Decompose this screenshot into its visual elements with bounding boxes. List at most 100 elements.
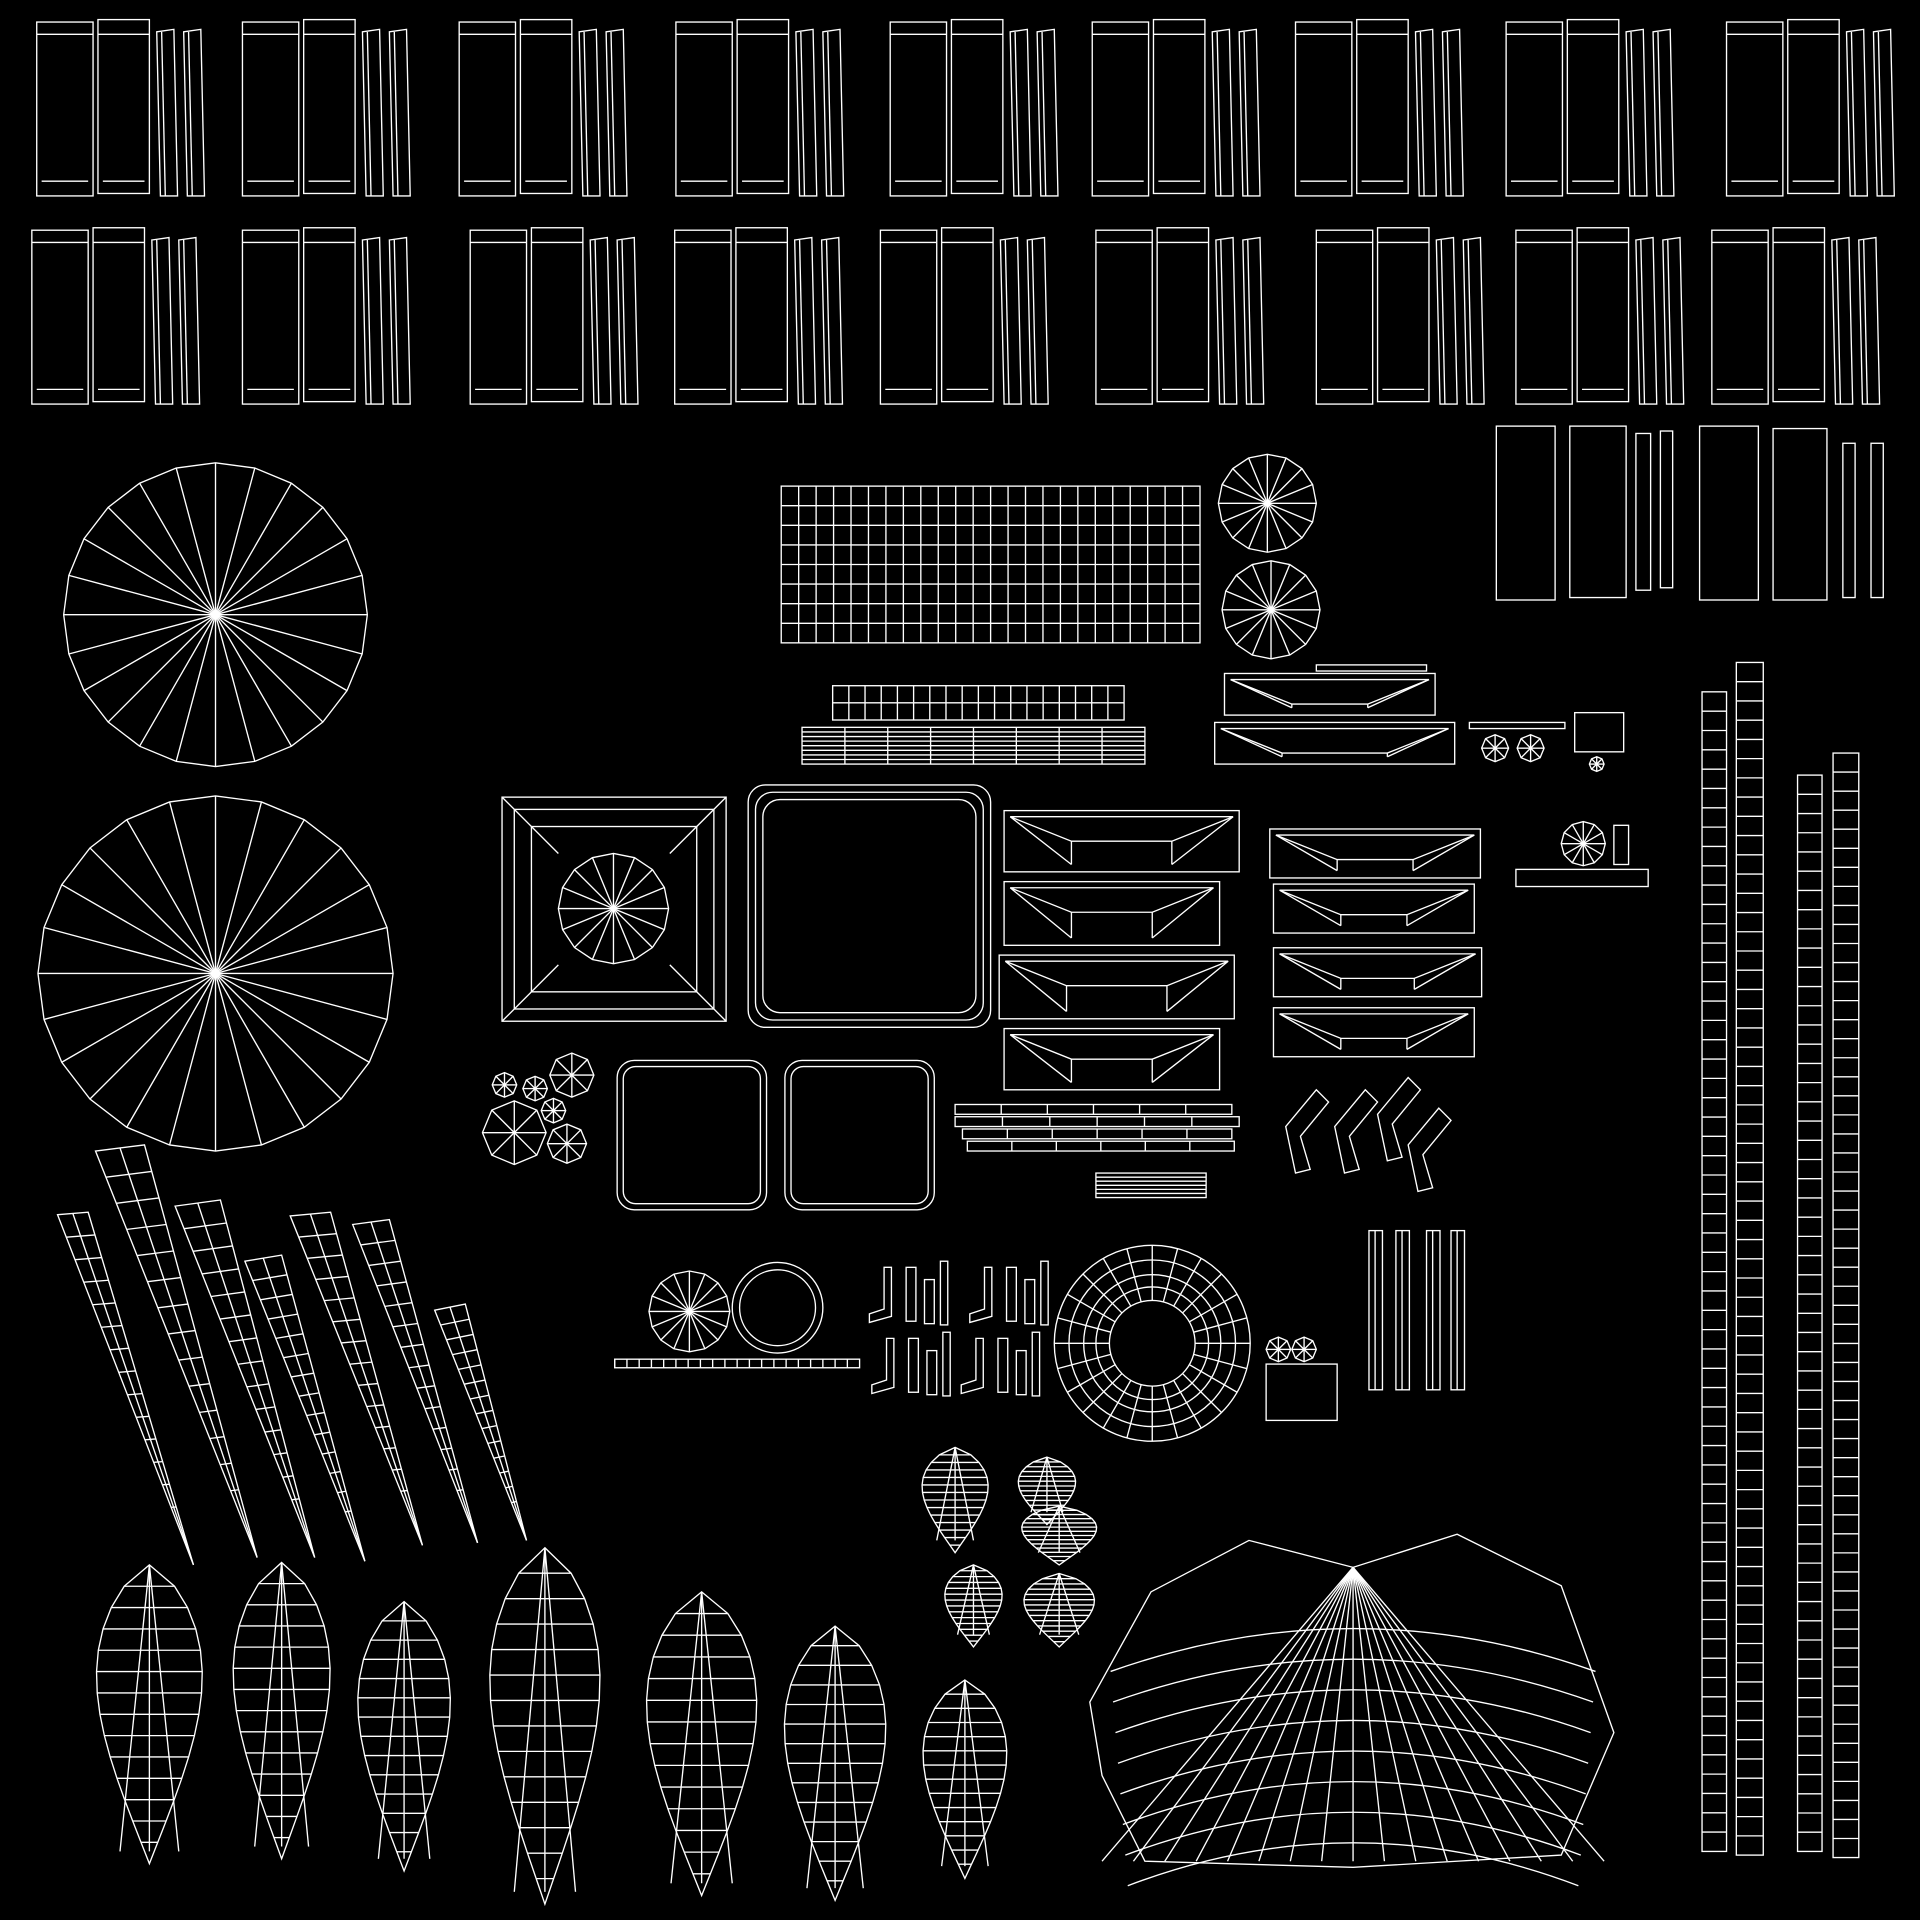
spike-shell-3 (243, 1254, 366, 1562)
uv-edge (1267, 483, 1313, 504)
uv-edge (1667, 239, 1673, 405)
uv-edge (525, 1088, 536, 1098)
uv-spine (1662, 236, 1685, 405)
uv-shell (174, 1199, 316, 1558)
uv-shell (289, 1211, 424, 1546)
small-parts (1265, 664, 1649, 1422)
radial-disc-2 (37, 795, 394, 1152)
uv-panel (950, 18, 1004, 195)
uv-edge (1266, 457, 1287, 504)
uv-rect (1272, 883, 1475, 934)
uv-panel (1566, 18, 1620, 195)
uv-edge (612, 857, 636, 909)
uv-edge (1294, 1348, 1305, 1359)
leaf-shell-2 (357, 1600, 451, 1873)
disc-outline (491, 1071, 518, 1098)
uv-edge (513, 1132, 538, 1156)
uv-edge (215, 884, 370, 975)
uv-panel (1294, 21, 1353, 197)
bracket-top (1220, 727, 1449, 754)
uv-spine (795, 28, 818, 197)
uv-panel (1725, 21, 1784, 197)
uv-rect (501, 796, 727, 1022)
uv-shell (645, 1590, 758, 1898)
uv-edge (613, 907, 665, 931)
tiny-disc-8 (1588, 756, 1605, 773)
uv-edge (1004, 239, 1010, 405)
small-disc-2 (1221, 560, 1321, 660)
uv-edge (1038, 1573, 1060, 1635)
disc-outline (522, 1075, 549, 1102)
uv-edge (214, 614, 293, 747)
frame-border (616, 1059, 768, 1211)
book-island-row1-6 (1294, 18, 1464, 197)
tiny-disc-10 (1291, 1336, 1318, 1363)
uv-edge (495, 1075, 505, 1086)
uv-edge (1485, 738, 1496, 749)
uv-panel (458, 21, 517, 197)
spike-shell-6 (433, 1303, 528, 1541)
uv-rect (1515, 868, 1649, 888)
uv-edge (1004, 960, 1067, 1012)
uv-edge (1494, 747, 1506, 759)
uv-edge (491, 1132, 515, 1156)
plank-3 (966, 1140, 1235, 1152)
uv-edge (1270, 564, 1291, 611)
uv-edge (1235, 609, 1272, 645)
uv-edge (197, 1202, 316, 1558)
uv-edge (1151, 1034, 1214, 1083)
disc-outline (62, 462, 369, 768)
uv-rect (1842, 442, 1856, 599)
uv-edge (798, 239, 804, 405)
uv-edge (1352, 1566, 1574, 1862)
uv-spine (605, 28, 628, 197)
uv-shell (1333, 1088, 1379, 1174)
uv-edge (552, 1143, 568, 1159)
plank-1 (954, 1116, 1240, 1128)
uv-edge (215, 972, 388, 1021)
uv-edge (215, 614, 348, 692)
book-island-row2-6 (1315, 227, 1485, 405)
uv-edge (393, 31, 399, 196)
uv-edge (214, 973, 263, 1146)
uv-rect (942, 1331, 951, 1397)
uv-rect (1265, 1363, 1338, 1422)
frame-border (747, 784, 992, 1029)
uv-spine (822, 28, 845, 197)
uv-edge (610, 31, 616, 196)
uv-edge (1582, 832, 1603, 845)
uv-edge (1630, 31, 1636, 196)
uv-edge (491, 1109, 515, 1134)
uv-edge (1195, 1567, 1354, 1862)
j-shapes-0 (868, 1260, 949, 1326)
bracket-shell-1 (1003, 880, 1221, 946)
uv-edge (591, 857, 615, 909)
uv-panel (940, 227, 994, 403)
dome-latitude (1115, 1689, 1591, 1734)
uv-panel (519, 18, 573, 195)
uv-edge (254, 1562, 283, 1847)
uv-edge (1863, 239, 1869, 405)
uv-panel (303, 227, 356, 403)
uv-edge (1266, 468, 1303, 504)
uv-edge (1352, 1567, 1417, 1862)
uv-edge (555, 1074, 573, 1092)
uv-rect (1495, 425, 1556, 601)
uv-edge (1836, 239, 1842, 405)
book-island-row1-3 (675, 18, 845, 197)
plank-2 (961, 1128, 1233, 1140)
uv-edge (1279, 953, 1342, 990)
uv-shell (95, 1564, 203, 1866)
uv-edge (544, 1110, 554, 1120)
uv-edge (370, 1221, 479, 1544)
disc-outline (1560, 820, 1607, 867)
uv-edge (215, 574, 363, 616)
bracket-shell-0 (1003, 809, 1240, 873)
uv-edge (669, 964, 727, 1022)
uv-edge (1058, 1505, 1081, 1553)
uv-edge (1247, 239, 1253, 405)
uv-rect (997, 1337, 1009, 1393)
bracket-top (1275, 834, 1475, 861)
uv-edge (660, 1310, 690, 1341)
donut-ring (1108, 1299, 1196, 1387)
